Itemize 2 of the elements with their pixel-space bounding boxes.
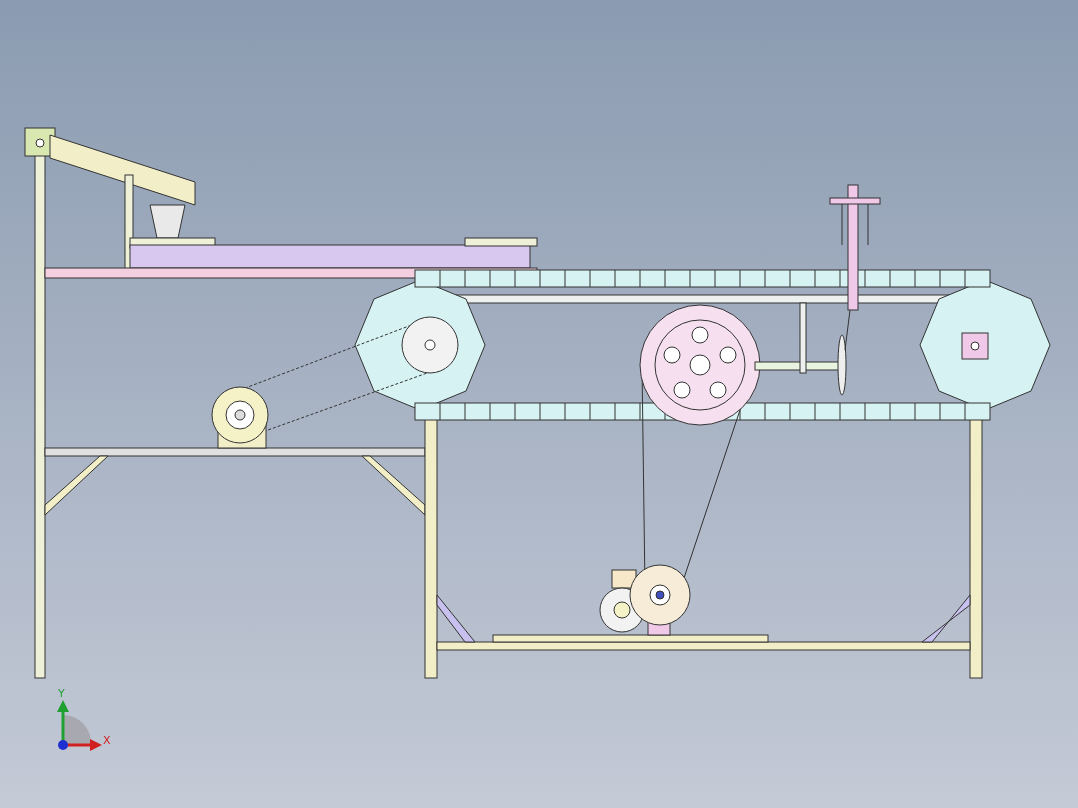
axis-label: X (103, 735, 111, 746)
axis-label: Y (58, 688, 65, 699)
